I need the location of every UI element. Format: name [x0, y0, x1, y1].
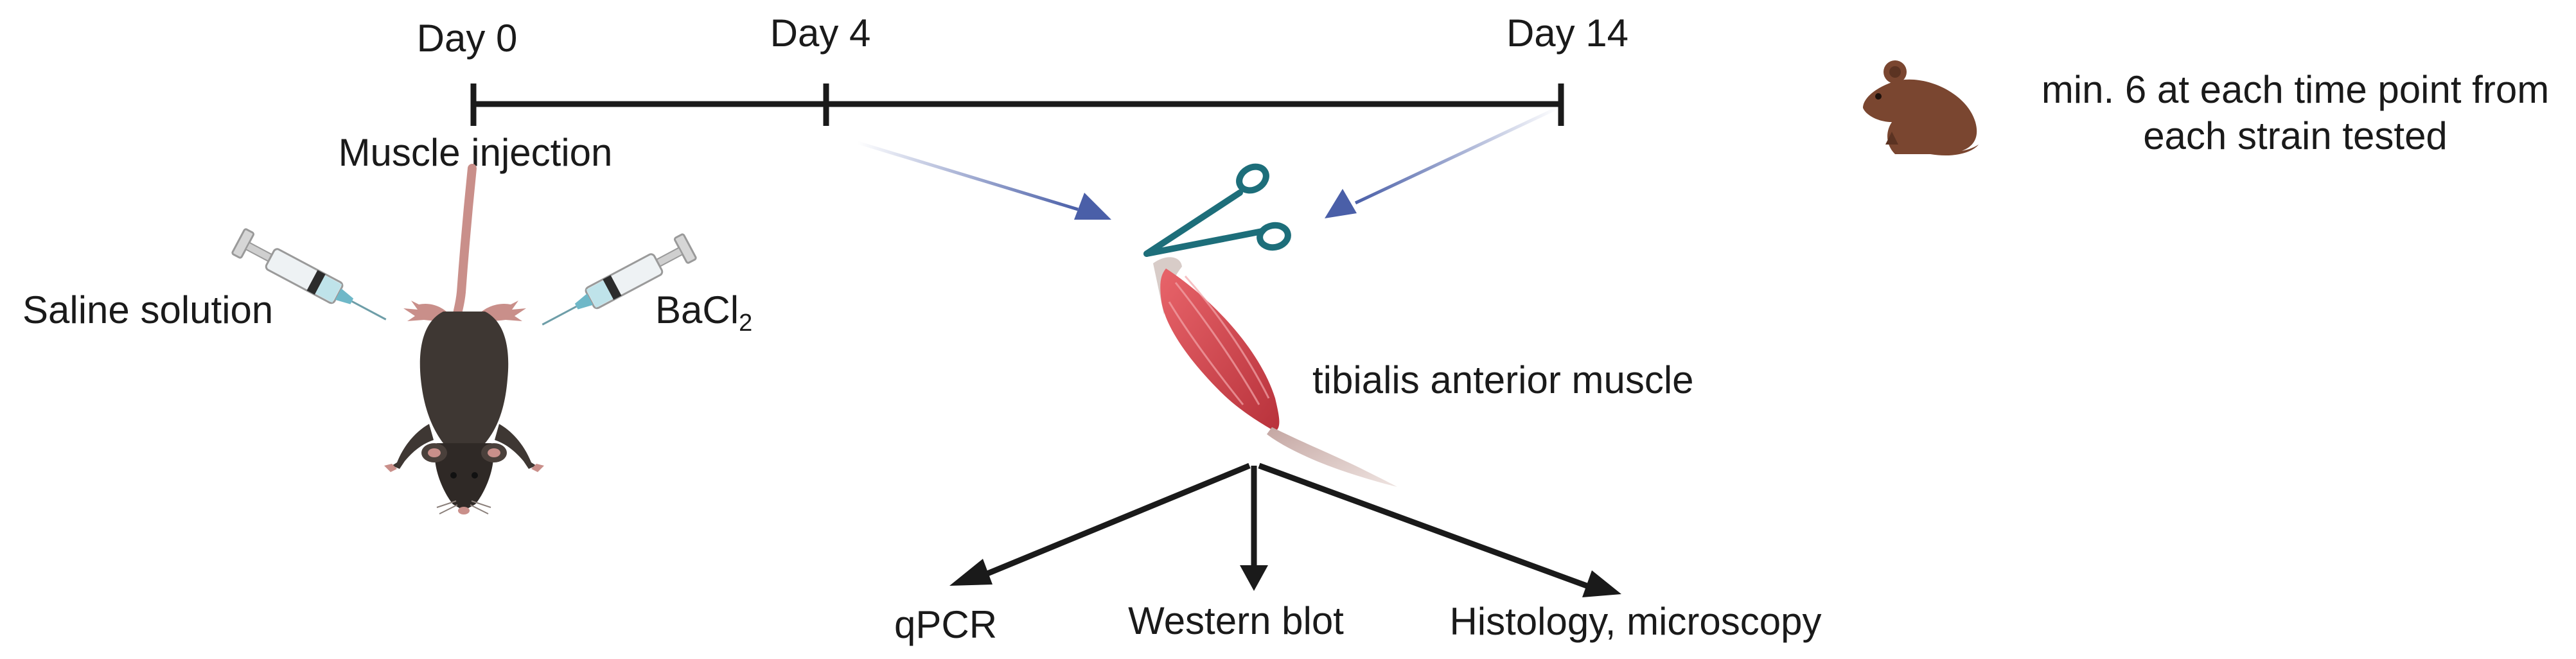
arrow-histology	[1258, 462, 1588, 589]
day4-label: Day 4	[770, 12, 871, 55]
muscle-label: tibialis anterior muscle	[1312, 358, 1694, 401]
arrow-qpcr	[975, 462, 1251, 581]
syringe-icon	[231, 228, 387, 321]
bacl2-subscript: 2	[739, 310, 752, 337]
muscle-icon	[1153, 257, 1397, 487]
western-blot-label: Western blot	[1128, 599, 1344, 642]
day0-label: Day 0	[417, 17, 518, 60]
harvest-arrow-day14	[1325, 106, 1559, 218]
day14-label: Day 14	[1506, 12, 1628, 55]
qpcr-label: qPCR	[894, 603, 997, 646]
sample-note-line1: min. 6 at each time point from	[2042, 68, 2549, 111]
mouse-small-icon	[1863, 60, 1979, 156]
saline-label: Saline solution	[22, 288, 273, 331]
scissors-icon	[1143, 163, 1291, 257]
mouse-icon	[384, 164, 544, 514]
harvest-arrow-day4	[857, 141, 1111, 220]
bacl2-base: BaCl	[655, 288, 739, 331]
sample-note-line2: each strain tested	[2143, 114, 2448, 157]
histology-label: Histology, microscopy	[1449, 600, 1821, 643]
timeline: Day 0 Day 4 Day 14 Muscle injection	[339, 12, 1628, 174]
bacl2-label: BaCl2	[655, 288, 752, 337]
analysis-arrows	[949, 462, 1621, 597]
syringe-icon	[542, 233, 697, 326]
